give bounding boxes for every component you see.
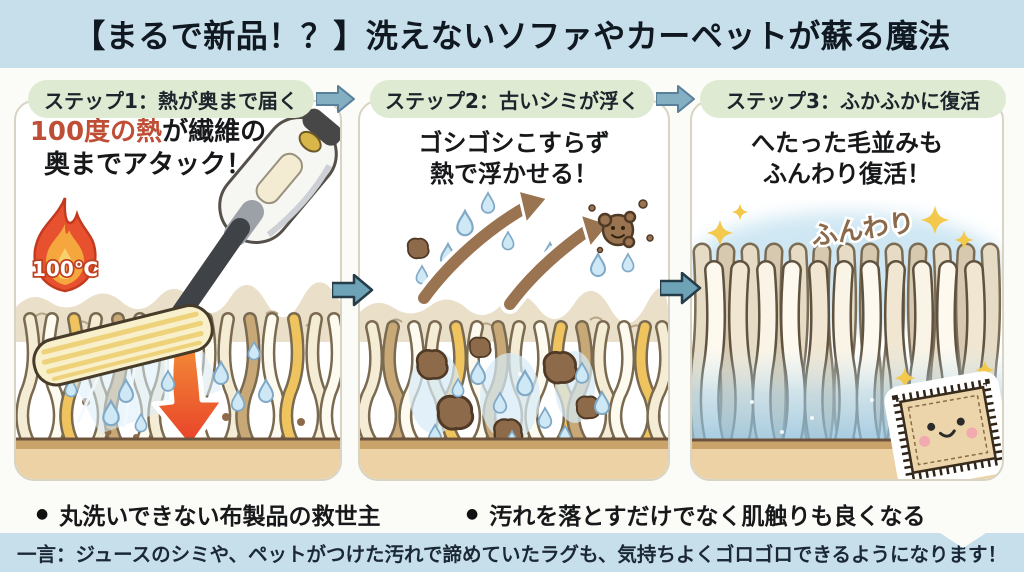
step1-caption-highlight: 100度の熱 <box>29 117 163 147</box>
step2-caption-line2: 熱で浮かせる！ <box>430 159 598 188</box>
arrow-right-icon <box>655 85 696 117</box>
dirt-particle-smiley-icon <box>588 199 654 254</box>
steam-cleaner-icon <box>32 108 340 387</box>
footer-bar: 一言：ジュースのシミや、ペットがつけた汚れで諦めていたラグも、気持ちよくゴロゴロ… <box>0 533 1024 572</box>
step3-header-label: ステップ3：ふかふかに復活 <box>726 88 980 113</box>
footer-notch <box>940 533 986 548</box>
step1-header: ステップ1：熱が奥まで届く <box>28 80 314 118</box>
arrow-right-icon <box>658 271 704 310</box>
rug-character-icon <box>884 371 1002 479</box>
key-point-1: ● 丸洗いできない布製品の救世主 <box>36 497 381 531</box>
step1-caption: 100度の熱が繊維の 奥までアタック！ <box>22 116 274 183</box>
key-point-2-text: 汚れを落とすだけでなく肌触りも良くなる <box>489 504 926 530</box>
step2-caption: ゴシゴシこすらず 熱で浮かせる！ <box>360 128 668 189</box>
step2-illustration <box>360 187 668 479</box>
stain-lift-arrow-icons <box>414 187 613 314</box>
steam-pad-icon <box>32 304 214 387</box>
step2-header: ステップ2：古いシミが浮く <box>370 80 654 118</box>
arrow-right-icon <box>330 273 376 312</box>
flame-icon: 100℃ <box>30 197 100 293</box>
bullet-marker: ● <box>36 506 49 522</box>
page-title: 【まるで新品！？】洗えないソファやカーペットが蘇る魔法 <box>73 17 951 55</box>
step3-panel: へたった毛並みも ふんわり復活！ ふんわり <box>690 100 1004 481</box>
step3-header: ステップ3：ふかふかに復活 <box>700 80 1006 118</box>
key-point-1-text: 丸洗いできない布製品の救世主 <box>59 504 381 530</box>
step2-panel: ゴシゴシこすらず 熱で浮かせる！ <box>358 100 670 481</box>
bullet-marker: ● <box>466 506 479 522</box>
step2-caption-line1: ゴシゴシこすらず <box>418 129 610 157</box>
step1-illustration: 100℃ <box>16 108 340 479</box>
step1-header-label: ステップ1：熱が奥まで届く <box>44 88 298 113</box>
footer-note: 一言：ジュースのシミや、ペットがつけた汚れで諦めていたラグも、気持ちよくゴロゴロ… <box>16 543 1008 566</box>
key-point-2: ● 汚れを落とすだけでなく肌触りも良くなる <box>466 497 926 531</box>
step2-header-label: ステップ2：古いシミが浮く <box>385 88 639 113</box>
step1-caption-rest: が繊維の <box>162 117 267 147</box>
step1-caption-line2: 奥までアタック！ <box>43 150 252 181</box>
step3-caption-line1: へたった毛並みも <box>751 129 943 157</box>
step3-caption: へたった毛並みも ふんわり復活！ <box>692 128 1002 189</box>
step1-panel: 100度の熱が繊維の 奥までアタック！ <box>14 100 342 481</box>
title-bar: 【まるで新品！？】洗えないソファやカーペットが蘇る魔法 <box>0 0 1024 68</box>
step3-caption-line2: ふんわり復活！ <box>763 159 931 188</box>
flame-temp-label: 100℃ <box>32 257 98 281</box>
arrow-right-icon <box>315 85 356 117</box>
step3-illustration: ふんわり <box>692 203 1002 479</box>
